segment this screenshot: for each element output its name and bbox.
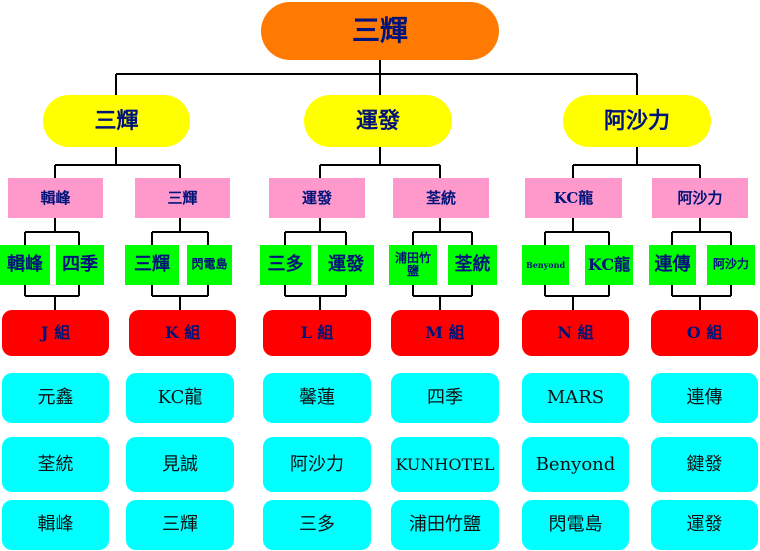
group-n-member: Benyond — [522, 437, 629, 492]
level3-node-putian-zhuyan: 浦田竹鹽 — [389, 245, 437, 285]
group-o-member: 運發 — [651, 500, 758, 550]
level3-node-sanhui: 三輝 — [125, 245, 179, 285]
group-m-member: 浦田竹鹽 — [391, 500, 499, 550]
group-header-l: L 組 — [263, 310, 371, 356]
level3-node-lianchuan: 連傳 — [649, 245, 696, 285]
group-k-member: KC龍 — [126, 373, 234, 423]
level3-node-kc-dragon: KC龍 — [585, 245, 633, 285]
level2-node-yunfa: 運發 — [269, 178, 365, 218]
group-j-member: 輯峰 — [2, 500, 109, 550]
group-l-member: 三多 — [263, 500, 371, 550]
root-node: 三輝 — [261, 2, 499, 60]
group-n-member: 閃電島 — [522, 500, 629, 550]
group-m-member: KUNHOTEL — [391, 437, 499, 492]
group-n-member: MARS — [522, 373, 629, 423]
level2-node-jifeng: 輯峰 — [8, 178, 103, 218]
level3-node-yunfa: 運發 — [318, 245, 374, 285]
level2-node-quantong: 荃統 — [393, 178, 489, 218]
group-m-member: 四季 — [391, 373, 499, 423]
level1-node-sanhui: 三輝 — [43, 95, 190, 147]
group-header-o: O 組 — [651, 310, 758, 356]
group-l-member: 阿沙力 — [263, 437, 371, 492]
group-o-member: 連傳 — [651, 373, 758, 423]
group-header-n: N 組 — [522, 310, 629, 356]
level3-node-shandiandao: 閃電島 — [187, 245, 232, 285]
level2-node-sanhui: 三輝 — [135, 178, 230, 218]
group-k-member: 見誠 — [126, 437, 234, 492]
group-header-m: M 組 — [391, 310, 499, 356]
group-header-k: K 組 — [129, 310, 236, 356]
level1-node-ashali: 阿沙力 — [563, 95, 711, 147]
group-k-member: 三輝 — [126, 500, 234, 550]
level1-node-yunfa: 運發 — [304, 95, 452, 147]
level2-node-ashali: 阿沙力 — [652, 178, 748, 218]
level3-node-jifeng: 輯峰 — [0, 245, 50, 285]
level3-node-quantong: 荃統 — [448, 245, 497, 285]
group-l-member: 馨蓮 — [263, 373, 371, 423]
group-o-member: 鍵發 — [651, 437, 758, 492]
level3-node-sanduo: 三多 — [260, 245, 311, 285]
level3-node-benyond: Benyond — [522, 245, 569, 285]
group-header-j: J 組 — [2, 310, 109, 356]
level3-node-siji: 四季 — [56, 245, 104, 285]
level3-node-ashali: 阿沙力 — [707, 245, 755, 285]
group-j-member: 元鑫 — [2, 373, 109, 423]
group-j-member: 荃統 — [2, 437, 109, 492]
level2-node-kc-dragon: KC龍 — [525, 178, 622, 218]
